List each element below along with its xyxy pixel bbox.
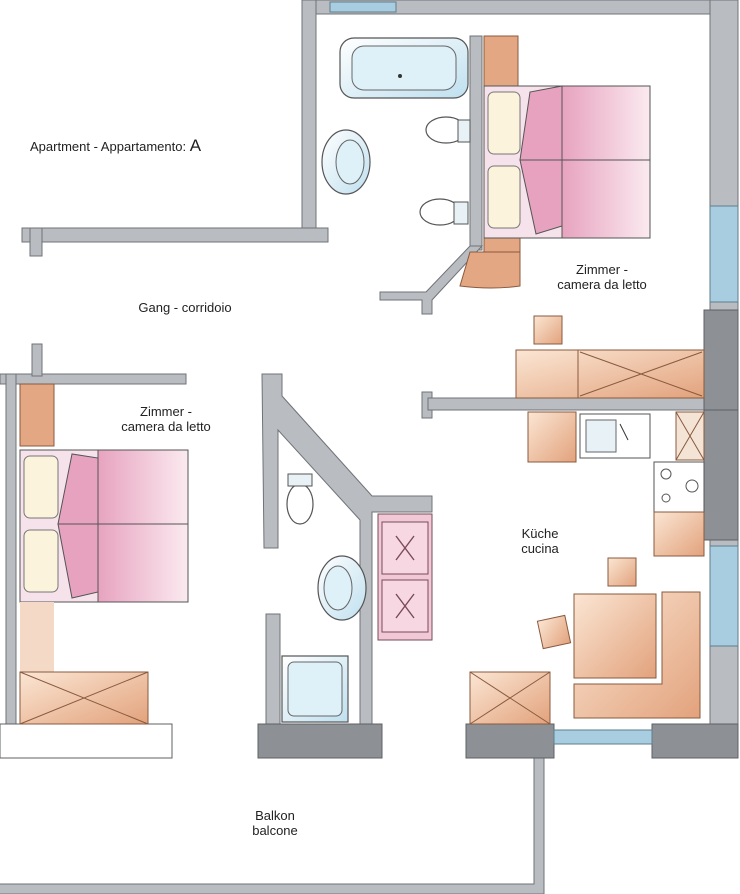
apartment-letter: A xyxy=(189,136,202,155)
dining-table xyxy=(573,593,657,679)
window-balcony xyxy=(553,729,653,745)
bedroom-right xyxy=(459,35,651,289)
wall-center-diagonal xyxy=(261,373,433,741)
wall-center-lower xyxy=(265,613,281,731)
window-kitchen xyxy=(709,545,739,647)
wall-kitchen-mid xyxy=(427,397,711,411)
window-bedroom xyxy=(709,205,739,303)
wall-corridor-stub xyxy=(29,227,43,257)
wardrobe-left xyxy=(19,383,55,447)
balcony-line2: balcone xyxy=(252,823,298,838)
wall-base-center xyxy=(257,723,383,759)
bedroom-right-line2: camera da letto xyxy=(557,277,647,292)
toilet-center xyxy=(286,483,314,525)
balcony-line1: Balkon xyxy=(255,808,295,823)
wardrobe-right xyxy=(483,35,519,87)
balcony-label: Balkon balcone xyxy=(230,808,320,838)
stove xyxy=(653,461,705,513)
corner-bench xyxy=(573,591,701,719)
wall-base-kitchen xyxy=(465,723,555,759)
kitchen-cabinet xyxy=(527,411,577,463)
chair-mid xyxy=(607,557,637,587)
door-swing-right xyxy=(459,251,521,289)
wall-bath-diagonal xyxy=(379,245,484,315)
wall-base-right-2 xyxy=(703,409,739,541)
bedroom-right-line1: Zimmer - xyxy=(576,262,628,277)
bedroom-left-line2: camera da letto xyxy=(121,419,211,434)
wall-base-left xyxy=(0,723,173,759)
wall-corridor-top xyxy=(21,227,329,243)
bathroom-top xyxy=(321,37,471,226)
bedroom-right-label: Zimmer - camera da letto xyxy=(536,262,668,292)
wall-base-right-3 xyxy=(651,723,739,759)
bedroom-left-label: Zimmer - camera da letto xyxy=(100,404,232,434)
bathroom-center xyxy=(281,473,433,723)
counter-top xyxy=(515,349,705,399)
chair-left xyxy=(536,614,572,650)
corridor-label: Gang - corridoio xyxy=(110,300,260,315)
kitchen xyxy=(469,315,705,725)
kitchen-line1: Küche xyxy=(521,526,559,541)
wall-bath-left xyxy=(301,0,317,237)
wall-base-right-1 xyxy=(703,309,739,411)
apartment-title: Apartment - Appartamento: A xyxy=(30,136,202,155)
wall-bases xyxy=(0,309,739,759)
apartment-title-text: Apartment - Appartamento: xyxy=(30,139,187,154)
bedroom-left xyxy=(19,383,189,725)
corridor-label-text: Gang - corridoio xyxy=(138,300,232,315)
kitchen-line2: cucina xyxy=(521,541,559,556)
wall-bath-right xyxy=(469,35,483,251)
kitchen-label: Küche cucina xyxy=(500,526,580,556)
windows xyxy=(329,1,739,745)
window-bath xyxy=(329,1,397,13)
bedroom-left-line1: Zimmer - xyxy=(140,404,192,419)
wall-left-stub xyxy=(31,343,43,377)
wall-left-top xyxy=(0,373,187,385)
chair-top xyxy=(533,315,563,345)
wall-left-outer xyxy=(5,373,17,731)
